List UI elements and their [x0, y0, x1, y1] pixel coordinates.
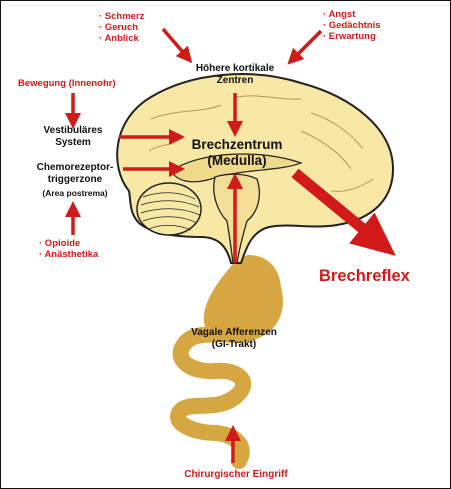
drugs-list: · Opioide · Anästhetika — [39, 239, 98, 261]
arrow-pain-smell-sight — [163, 29, 187, 57]
drug-anesthetics: · Anästhetika — [39, 250, 98, 261]
triggers-sensory-list: · Schmerz · Geruch · Anblick — [99, 12, 144, 45]
label-area-postrema: (Area postrema) — [25, 189, 125, 199]
gi-tract-illustration — [178, 259, 283, 461]
label-vestibular-system: Vestibuläres System — [31, 125, 115, 148]
trigger-expectation: · Erwartung — [323, 32, 381, 43]
trigger-sight: · Anblick — [99, 34, 144, 45]
triggers-emotional-list: · Angst · Gedächtnis · Erwartung — [323, 10, 381, 43]
label-motion-inner-ear: Bewegung (Innenohr) — [18, 79, 116, 90]
label-higher-cortical-centers: Höhere kortikale Zentren — [185, 63, 285, 86]
label-chemoreceptor-trigger-zone: Chemorezeptor- triggerzone — [27, 162, 123, 185]
label-surgical-procedure: Chirurgischer Eingriff — [161, 469, 311, 481]
arrow-fear-memory-expectation — [293, 31, 321, 59]
label-vomiting-reflex: Brechreflex — [319, 267, 410, 286]
label-vagal-afferents: Vagale Afferenzen (GI-Trakt) — [179, 327, 289, 350]
label-vomiting-center: Brechzentrum (Medulla) — [177, 137, 297, 168]
